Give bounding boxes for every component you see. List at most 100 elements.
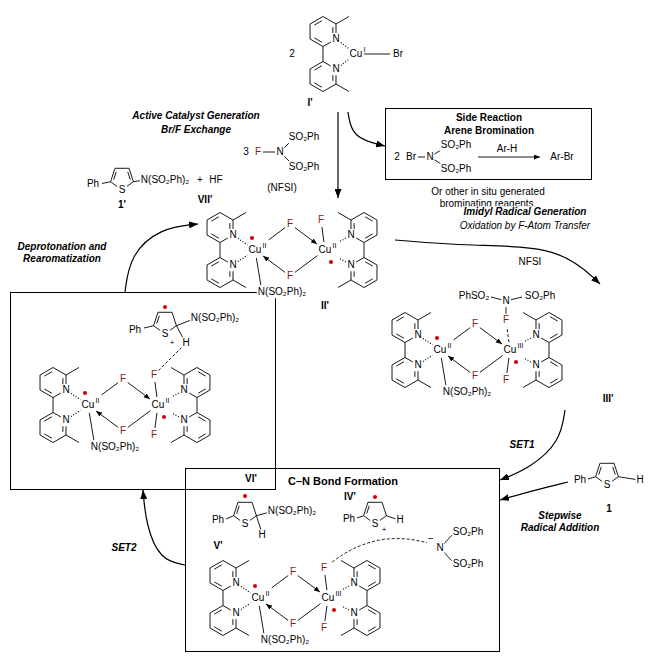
bond-line [310, 39, 323, 47]
atom-label: N [61, 384, 70, 396]
atom-label: Cu [321, 592, 336, 604]
atom-label: S [371, 518, 380, 530]
atom-label: Cu [251, 592, 266, 604]
bond-line [128, 383, 150, 399]
bond-line [171, 368, 184, 376]
reaction-arrow [337, 112, 338, 198]
bond-line [507, 358, 509, 373]
bond-line [418, 320, 419, 329]
bond-line [211, 217, 219, 221]
compound-number: 1' [117, 199, 127, 211]
bond-line [359, 606, 367, 611]
box-heading: VI' [244, 473, 258, 485]
bond-line [102, 182, 111, 184]
charge-label: II [165, 397, 171, 404]
bond-line [223, 591, 224, 606]
bond-line [236, 561, 249, 569]
bond-line [325, 575, 327, 590]
atom-label: SO₂Ph [524, 290, 557, 302]
bond-line [338, 213, 351, 221]
bond-line [53, 413, 61, 418]
bond-line [40, 375, 41, 390]
bond-line [536, 380, 549, 388]
atom-label: Ar-Br [549, 151, 574, 163]
annotation-text: Br/F Exchange [160, 124, 232, 136]
bond-line [114, 172, 117, 180]
atom-label: Ph [573, 474, 587, 486]
atom-label: N(SO₂Ph)₂ [267, 505, 317, 517]
bond-line [53, 398, 54, 413]
radical-dot [250, 236, 254, 240]
bond-line [310, 84, 323, 92]
radical-dot [243, 494, 247, 498]
bond-line [295, 228, 317, 244]
bond-line [405, 313, 418, 321]
bond-line [295, 255, 318, 272]
bond-line [198, 417, 206, 421]
bond-line [128, 410, 151, 427]
bond-line [233, 213, 246, 221]
bond-line [115, 168, 129, 169]
atom-label: N [228, 229, 237, 241]
bond-line [368, 502, 382, 503]
atom-label: H [395, 514, 404, 526]
charge-label: II [262, 242, 268, 249]
bond-line [209, 420, 210, 435]
atom-label: S [241, 518, 250, 530]
bond-line [376, 265, 377, 280]
charge-label: II [95, 397, 101, 404]
bond-line [256, 516, 261, 530]
bond-line [599, 467, 602, 475]
bond-line [350, 220, 351, 229]
bond-line [183, 426, 184, 435]
charge-label: II [447, 342, 453, 349]
bond-line [535, 371, 536, 380]
charge-label: I [363, 46, 367, 53]
bond-line [340, 258, 346, 262]
bond-line [198, 372, 206, 376]
bond-line [323, 42, 331, 47]
bond-line [44, 434, 52, 438]
bond-line [44, 417, 52, 421]
annotation-text: Oxidation by F-Atom Transfer [459, 220, 591, 232]
bond-line [480, 328, 502, 344]
bond-line [550, 379, 558, 383]
bond-line [418, 157, 425, 158]
annotation-text: Deprotonation and Rearomatization [11, 241, 113, 264]
atom-label: 2 [288, 48, 296, 60]
bond-line [154, 312, 158, 325]
charge-label: II [265, 590, 271, 597]
bond-line [214, 627, 222, 631]
bond-line [210, 583, 223, 591]
bond-line [380, 516, 387, 521]
bond-line [550, 317, 558, 321]
annotation-text: Stepwise Radical Addition [519, 510, 601, 533]
compound-number: I' [306, 97, 313, 109]
bond-line [364, 258, 377, 266]
bond-line [336, 24, 337, 33]
bond-line [127, 182, 134, 187]
bond-line [364, 213, 377, 221]
bond-line [392, 313, 405, 321]
atom-label: SO₂Ph [440, 139, 473, 151]
bond-line [549, 380, 562, 388]
atom-label: N [61, 414, 70, 426]
compound-number: 1 [605, 503, 613, 515]
bond-line [443, 535, 452, 544]
bond-line [66, 375, 67, 384]
bond-line [210, 613, 211, 628]
bond-line [256, 258, 261, 285]
bond-line [357, 516, 364, 518]
bond-line [365, 217, 373, 221]
bond-line [364, 516, 371, 521]
bond-line [214, 582, 222, 586]
structures [40, 17, 636, 636]
bond-line [310, 24, 311, 39]
bond-line [111, 168, 115, 181]
bond-line [418, 313, 431, 321]
bond-line [596, 463, 600, 476]
radical-dot [373, 495, 377, 499]
bond-line [376, 220, 377, 235]
